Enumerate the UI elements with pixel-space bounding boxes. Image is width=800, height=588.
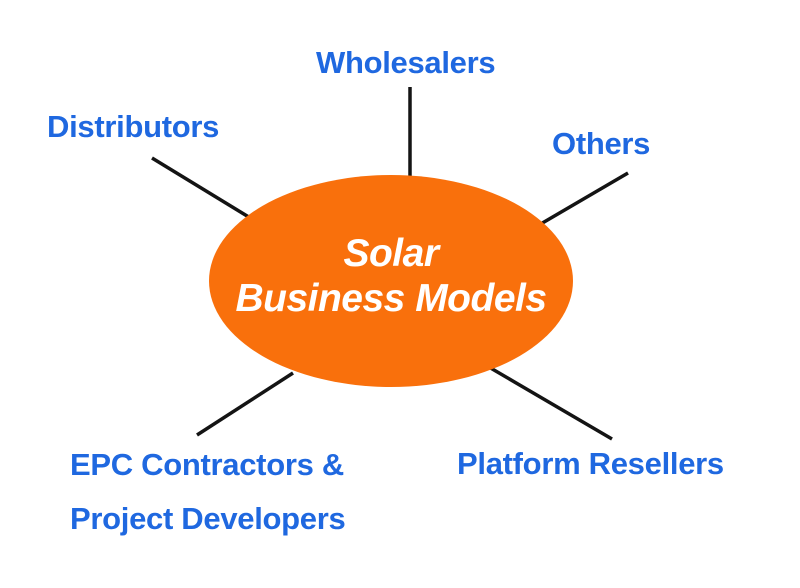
node-label-epc-line2: Project Developers	[70, 501, 346, 536]
connector-line-distributors	[151, 156, 253, 221]
node-label-epc-line1: EPC Contractors &	[70, 447, 344, 482]
node-label-distributors: Distributors	[47, 109, 220, 144]
node-label-platform-resellers: Platform Resellers	[457, 446, 724, 481]
connector-line-platform-resellers	[481, 361, 613, 441]
center-title-line1: Solar	[343, 232, 439, 275]
center-title-line2: Business Models	[235, 277, 547, 320]
center-title: Solar Business Models	[211, 231, 571, 321]
node-label-others: Others	[552, 126, 651, 161]
node-label-wholesalers: Wholesalers	[316, 45, 496, 80]
connector-line-epc	[196, 371, 294, 437]
center-ellipse	[209, 175, 573, 387]
node-label-epc: EPC Contractors & Project Developers	[70, 447, 346, 536]
